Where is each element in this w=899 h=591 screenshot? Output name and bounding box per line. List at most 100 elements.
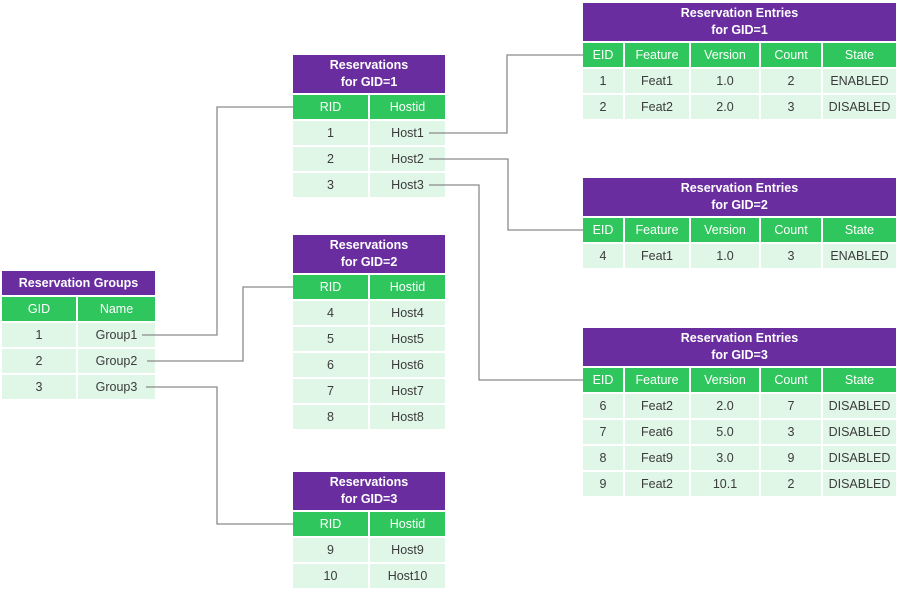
column-header: Count [761,368,821,392]
column-header: RID [293,95,368,119]
column-header: RID [293,275,368,299]
column-header: Feature [625,218,689,242]
table-cell: 3.0 [691,446,759,470]
column-header: EID [583,43,623,67]
connector-host3-to-entries-gid3 [429,184,583,381]
table-title-line: Reservation Entries [680,6,799,20]
table-cell: Feat9 [625,446,689,470]
table-cell: DISABLED [823,446,896,470]
column-header: EID [583,368,623,392]
table-title-line: Reservation Entries [680,331,799,345]
table-title-line: for GID=1 [340,75,398,89]
column-header: Hostid [370,512,445,536]
table-cell: Host9 [370,538,445,562]
table-cell: 8 [583,446,623,470]
table-cell: 3 [2,375,76,399]
table-cell: 3 [761,244,821,268]
column-header: Count [761,43,821,67]
column-header: State [823,368,896,392]
table-cell: ENABLED [823,69,896,93]
table-cell: Host8 [370,405,445,429]
table-cell: Host4 [370,301,445,325]
column-header: Version [691,43,759,67]
table-cell: 1 [293,121,368,145]
column-header: Version [691,368,759,392]
connector-group3-to-reservations-gid3 [146,386,293,525]
table-cell: 2.0 [691,95,759,119]
table-title-line: Reservations [329,58,409,72]
table-cell: DISABLED [823,95,896,119]
connector-host1-to-entries-gid1 [429,54,583,134]
table-cell: Host2 [370,147,445,171]
table-title-line: for GID=3 [340,492,398,506]
table-cell: 10.1 [691,472,759,496]
table-cell: 4 [583,244,623,268]
table-cell: Host7 [370,379,445,403]
table-cell: Feat6 [625,420,689,444]
table-cell: Group2 [78,349,155,373]
column-header: Version [691,218,759,242]
table-cell: Feat2 [625,394,689,418]
table-cell: 4 [293,301,368,325]
table-cell: 3 [761,95,821,119]
column-header: Hostid [370,275,445,299]
table-title-reservations-gid1: Reservations for GID=1 [293,55,445,93]
table-title-line: for GID=2 [340,255,398,269]
table-title-line: Reservation Groups [18,275,139,290]
table-cell: 2.0 [691,394,759,418]
connector-host2-to-entries-gid2 [429,158,583,231]
table-title-line: for GID=2 [711,198,768,212]
column-header: RID [293,512,368,536]
table-cell: DISABLED [823,394,896,418]
table-cell: Feat1 [625,69,689,93]
table-title-entries-gid1: Reservation Entries for GID=1 [583,3,896,41]
table-cell: DISABLED [823,472,896,496]
table-title-line: for GID=1 [711,23,768,37]
table-cell: DISABLED [823,420,896,444]
table-cell: 1.0 [691,244,759,268]
table-cell: Feat1 [625,244,689,268]
table-cell: Host5 [370,327,445,351]
table-cell: 2 [761,472,821,496]
column-header: Feature [625,43,689,67]
table-cell: 7 [761,394,821,418]
table-cell: Host10 [370,564,445,588]
table-cell: 1 [583,69,623,93]
column-header: Hostid [370,95,445,119]
table-cell: 6 [293,353,368,377]
table-title-line: Reservation Entries [680,181,799,195]
table-title-entries-gid2: Reservation Entries for GID=2 [583,178,896,216]
table-cell: 6 [583,394,623,418]
table-cell: 7 [293,379,368,403]
column-header: Feature [625,368,689,392]
column-header: Count [761,218,821,242]
table-cell: Group1 [78,323,155,347]
table-cell: 2 [583,95,623,119]
